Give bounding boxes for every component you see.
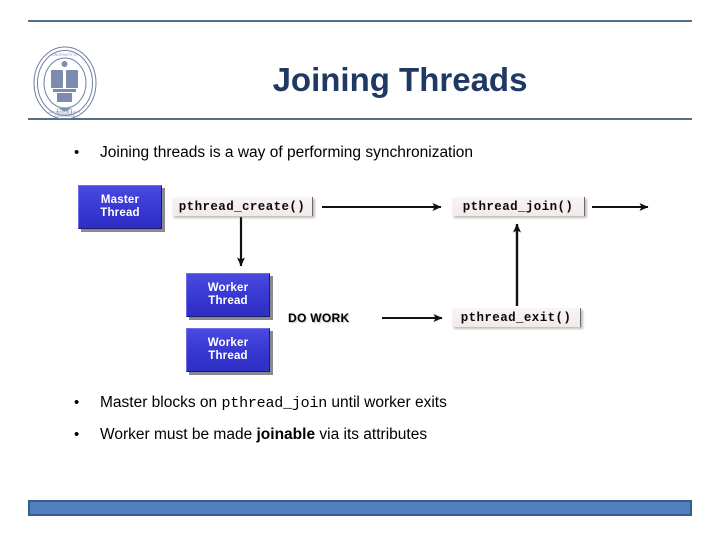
bullet-three-emphasis: joinable: [256, 426, 316, 443]
code-label-pthread-join: pthread_join(): [452, 197, 585, 216]
thread-box-worker-1: Worker Thread: [186, 273, 270, 317]
page-title: Joining Threads: [272, 61, 528, 98]
thread-box-master: Master Thread: [78, 185, 162, 229]
thread-box-worker-1-line2: Thread: [208, 295, 248, 307]
thread-box-worker-2-line2: Thread: [208, 350, 248, 362]
bullet-item-joinable: • Worker must be made joinable via its a…: [74, 425, 427, 444]
thread-box-worker-2-line1: Worker: [207, 337, 249, 349]
thread-join-diagram: Master Thread Worker Thread Worker Threa…: [70, 178, 660, 376]
code-label-pthread-exit: pthread_exit(): [452, 308, 581, 327]
bullet-three-post: via its attributes: [315, 426, 428, 443]
footer-accent-bar: [28, 500, 692, 516]
bullet-two-code: pthread_join: [221, 395, 328, 412]
bullet-marker-icon: •: [74, 426, 80, 443]
code-label-pthread-create: pthread_create(): [172, 197, 313, 216]
diagram-arrows: [237, 203, 649, 322]
do-work-label: DO WORK: [288, 310, 350, 325]
bullet-three-pre: Worker must be made: [100, 426, 257, 443]
bullet-text-joinable: Worker must be made joinable via its att…: [100, 425, 427, 444]
header-divider-top: [28, 20, 692, 22]
thread-box-master-line2: Thread: [100, 207, 140, 219]
bullet-item-intro: • Joining threads is a way of performing…: [74, 143, 473, 162]
header-divider-bottom: [28, 118, 692, 120]
bullet-text-master-blocks: Master blocks on pthread_join until work…: [100, 393, 447, 414]
university-seal-logo: UNIVERSITY OF CALIFORNIA LET THERE BE LI…: [26, 44, 104, 122]
thread-box-master-line1: Master: [100, 194, 140, 206]
bullet-two-post: until worker exits: [327, 394, 447, 411]
svg-text:UNIVERSITY OF: UNIVERSITY OF: [52, 53, 78, 57]
bullet-marker-icon: •: [74, 394, 80, 411]
bullet-text-intro: Joining threads is a way of performing s…: [100, 144, 474, 161]
bullet-item-master-blocks: • Master blocks on pthread_join until wo…: [74, 393, 447, 414]
thread-box-worker-1-line1: Worker: [207, 282, 249, 294]
bullet-marker-icon: •: [74, 144, 80, 161]
thread-box-worker-2: Worker Thread: [186, 328, 270, 372]
svg-text:CALIFORNIA: CALIFORNIA: [55, 114, 76, 118]
svg-text:LET THERE BE LIGHT: LET THERE BE LIGHT: [49, 110, 80, 114]
bullet-two-pre: Master blocks on: [100, 394, 222, 411]
